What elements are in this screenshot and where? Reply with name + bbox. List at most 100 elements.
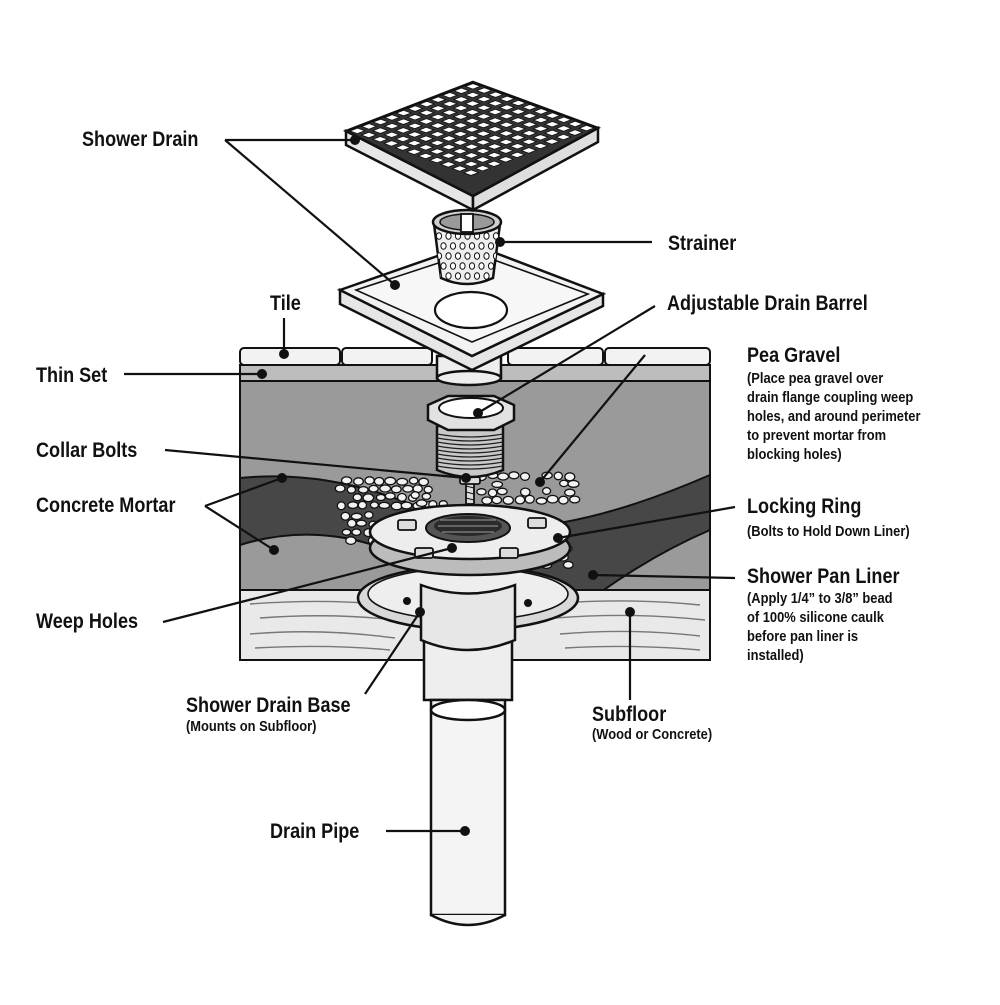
gravel-stone [400,501,413,510]
grate-hole [509,125,527,133]
grate-hole [474,156,492,163]
grate-hole [532,108,550,115]
grate-hole [474,165,492,172]
gravel-stone [402,484,414,493]
gravel-stone [553,471,564,481]
gravel-stone [491,480,504,489]
adjustable-drain-barrel-leader [477,305,656,414]
grate-hole [451,148,469,155]
strainer-hole [454,252,462,260]
grate-hole [486,100,504,107]
gravel-stone [476,488,487,496]
gravel-stone [390,501,403,511]
leader-dot [535,477,545,487]
label-concrete-mortar: Concrete Mortar [36,494,176,517]
grate-hole [406,105,424,112]
gravel-stone [408,476,419,485]
grate-hole [486,134,504,142]
grate-hole [462,169,480,176]
grate-hole [487,91,505,98]
gravel-stone [423,485,433,494]
gravel-stone [524,494,535,504]
shower-drain-grate [342,80,602,213]
label-tile: Tile [270,292,301,315]
shower-drain-base-note: (Mounts on Subfloor) [186,718,317,735]
gravel-stone [352,493,363,502]
leader-dot [461,473,471,483]
grate-hole [555,125,573,132]
strainer-hole [468,242,476,250]
strainer-hole [440,242,447,250]
grate-hole [441,92,459,99]
leader-dot [495,237,505,247]
gravel-stone [369,501,380,509]
grate-hole [452,122,470,129]
gravel-stone [368,484,379,493]
grate-hole [498,112,516,120]
leader-dot [390,280,400,290]
strainer-hole [449,262,457,270]
grate-hole [566,120,584,128]
locking-ring-leader [557,505,736,540]
grate-hole [543,129,561,137]
grate-hole [474,130,492,137]
grate-hole [452,96,470,103]
grate-hole [462,152,480,159]
strainer-hole [445,252,452,260]
grate-hole [486,143,504,150]
gravel-stone [341,528,352,536]
grate-hole [383,140,401,147]
strainer-hole [464,272,471,280]
grate-hole [394,118,412,125]
label-subfloor: Subfloor [592,703,667,726]
label-collar-bolts: Collar Bolts [36,439,138,462]
strainer-hole [478,262,485,270]
grate-hole [463,109,481,116]
pea-gravel-note-line: (Place pea gravel over [747,370,884,387]
grate-hole [417,144,435,151]
gravel-stone [559,479,569,488]
strainer [431,208,503,286]
gravel-stone [514,495,526,505]
grate-hole [417,135,435,142]
pea-gravel-note-line: drain flange coupling weep [747,389,914,406]
shower-pan-liner-note-line: of 100% silicone caulk [747,609,884,626]
grate-hole [406,131,424,138]
grate-hole [475,95,493,103]
gravel-stone [355,519,367,527]
grate-hole [475,113,493,120]
grate-hole [428,156,446,164]
gravel-stone [357,500,368,510]
gravel-stone [396,477,409,486]
strainer-hole [473,252,481,260]
strainer-hole [487,262,495,270]
grate-hole [441,100,459,108]
label-strainer: Strainer [668,232,737,255]
pea-gravel-note-line: blocking holes) [747,446,842,463]
gravel-stone [378,501,391,510]
grate-hole [406,122,424,130]
strainer-hole [440,262,447,270]
grate-hole [383,122,401,130]
grate-hole [520,121,538,128]
strainer-hole [464,252,471,260]
gravel-stone [364,476,375,485]
grate-hole [486,126,504,133]
grate-hole [429,113,447,121]
grate-hole [508,151,526,159]
grate-hole [439,161,457,168]
gravel-stone [564,472,576,482]
gravel-stone [418,477,430,487]
grate-hole [463,126,481,133]
grate-hole [429,122,447,129]
grate-hole [498,95,516,103]
grate-hole [475,121,493,129]
label-shower-pan-liner: Shower Pan Liner [747,565,900,588]
gravel-stone [567,479,580,488]
gravel-stone [373,476,385,486]
shower-pan-liner-note-line: installed) [747,647,804,664]
grate-hole [440,117,458,125]
strainer-hole [435,232,443,240]
